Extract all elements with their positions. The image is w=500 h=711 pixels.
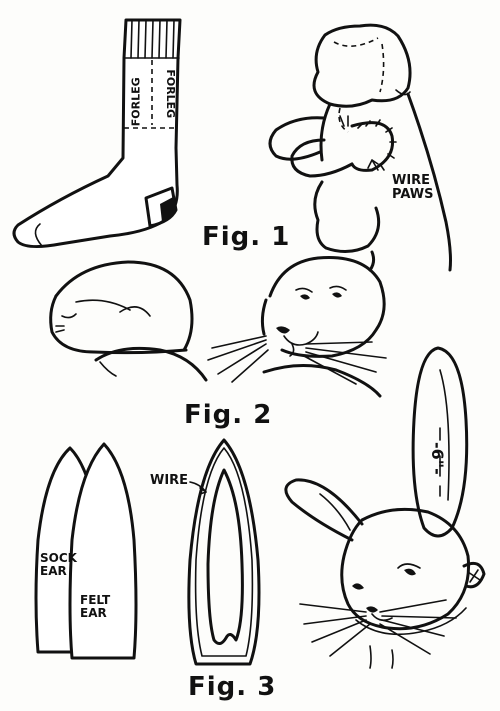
fig-2-caption: Fig. 2 (184, 400, 273, 430)
wire-ear-drawing (187, 438, 261, 666)
wire-paws-label: WIRE PAWS (392, 173, 434, 202)
sock-drawing (12, 18, 182, 249)
head-profile-drawing (49, 260, 208, 382)
sock-label-right: FORLEG (164, 69, 178, 119)
bunny-head-drawing (284, 346, 486, 669)
ear-length-label: -6"- (427, 442, 447, 475)
sock-ear-label: SOCK EAR (40, 551, 77, 578)
sock-label-left: FORLEG (129, 77, 143, 127)
head-front-drawing (207, 256, 387, 398)
fig-1-caption: Fig. 1 (202, 222, 291, 252)
fig-3-caption: Fig. 3 (188, 672, 277, 702)
felt-ear-label: FELT EAR (80, 593, 111, 620)
wire-label: WIRE (150, 473, 189, 488)
ear-pattern-drawing (34, 442, 138, 660)
bunny-arm-drawing (268, 23, 452, 272)
